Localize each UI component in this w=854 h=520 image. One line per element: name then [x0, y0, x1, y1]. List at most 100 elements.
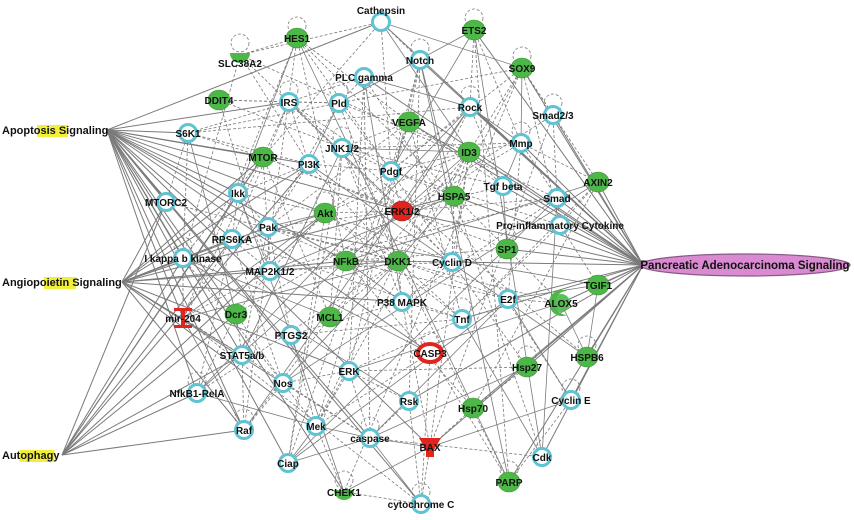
- node-caspase[interactable]: [360, 428, 380, 448]
- edge: [282, 181, 599, 384]
- edge: [121, 281, 403, 303]
- node-smad[interactable]: [547, 188, 567, 208]
- node-label: caspase: [350, 434, 390, 445]
- edge: [507, 298, 562, 304]
- node-plc-gamma[interactable]: [354, 67, 374, 87]
- edge: [106, 129, 310, 165]
- node-pak[interactable]: [258, 217, 278, 237]
- node-pdgf[interactable]: [381, 161, 401, 181]
- edge: [390, 67, 523, 172]
- edge: [182, 54, 241, 259]
- edge: [419, 59, 510, 483]
- node-map2k12[interactable]: [260, 261, 280, 281]
- node-raf[interactable]: [234, 420, 254, 440]
- node-label: ERK1/2: [384, 207, 419, 218]
- node-pi3k[interactable]: [299, 154, 319, 174]
- node-hspb6[interactable]: [575, 346, 599, 368]
- node-ikappab[interactable]: [173, 248, 193, 268]
- node-casp3[interactable]: [416, 342, 444, 364]
- node-label: NFkB: [333, 257, 359, 268]
- node-cyclin-d[interactable]: [442, 252, 462, 272]
- node-mek[interactable]: [306, 416, 326, 436]
- node-nos[interactable]: [273, 373, 293, 393]
- edge: [288, 76, 365, 103]
- edge: [196, 392, 317, 427]
- node-dkk1[interactable]: [386, 250, 410, 272]
- node-ciap[interactable]: [278, 453, 298, 473]
- node-stat5[interactable]: [232, 345, 252, 365]
- edge: [363, 76, 644, 266]
- node-jnk12[interactable]: [332, 138, 352, 158]
- node-akt[interactable]: [313, 202, 337, 224]
- edge: [182, 317, 245, 431]
- node-rock[interactable]: [460, 97, 480, 117]
- edge: [521, 67, 561, 226]
- node-label: mir-204: [165, 314, 201, 325]
- edge: [348, 370, 410, 402]
- node-p38[interactable]: [392, 292, 412, 312]
- node-s6k1[interactable]: [178, 123, 198, 143]
- node-erk[interactable]: [339, 361, 359, 381]
- node-mcl1[interactable]: [318, 306, 342, 328]
- node-mtorc2[interactable]: [156, 192, 176, 212]
- node-irs[interactable]: [279, 92, 299, 112]
- node-alox5[interactable]: [549, 290, 570, 317]
- node-nfkb1-rela[interactable]: [187, 383, 207, 403]
- node-mir204[interactable]: [174, 308, 192, 328]
- node-notch[interactable]: [410, 50, 430, 70]
- node-upregulated: [334, 250, 358, 272]
- node-mmp[interactable]: [511, 133, 531, 153]
- node-sox9[interactable]: [510, 57, 534, 79]
- node-cytochrome-c[interactable]: [411, 494, 431, 514]
- node-tgf-beta[interactable]: [493, 176, 513, 196]
- edge: [521, 67, 599, 183]
- edge: [324, 170, 392, 214]
- pathway-autophagy[interactable]: Autophagy: [2, 450, 60, 462]
- node-label: Tgf beta: [484, 182, 523, 193]
- node-chek1[interactable]: [334, 490, 354, 500]
- node-ptgs2[interactable]: [281, 325, 301, 345]
- edge: [397, 195, 455, 262]
- node-label: cytochrome C: [388, 500, 455, 511]
- node-hspa5[interactable]: [442, 185, 466, 207]
- node-ikk[interactable]: [228, 183, 248, 203]
- node-label: Cyclin D: [432, 258, 472, 269]
- node-upregulated: [461, 397, 485, 419]
- node-pld[interactable]: [329, 93, 349, 113]
- node-cyclin-e[interactable]: [561, 390, 581, 410]
- node-ring: [498, 289, 518, 309]
- node-e2f[interactable]: [498, 289, 518, 309]
- node-label: Mek: [306, 422, 326, 433]
- pathway-apoptosis[interactable]: Apoptosis Signaling: [2, 125, 108, 137]
- node-nfkb[interactable]: [334, 250, 358, 272]
- node-tgif1[interactable]: [586, 274, 610, 296]
- node-pro-inflam[interactable]: [550, 215, 570, 235]
- node-vegfa[interactable]: [397, 111, 421, 133]
- node-cdk[interactable]: [532, 447, 552, 467]
- target-pathway[interactable]: Pancreatic Adenocarcinoma Signaling: [639, 253, 851, 277]
- node-ets2[interactable]: [462, 19, 486, 41]
- node-sp1[interactable]: [495, 238, 519, 260]
- node-smad23[interactable]: [543, 105, 563, 125]
- node-hsp27[interactable]: [515, 356, 539, 378]
- node-rps6ka[interactable]: [222, 229, 242, 249]
- edge: [106, 129, 269, 228]
- node-erk12[interactable]: [390, 200, 414, 222]
- node-cathepsin[interactable]: [371, 12, 391, 32]
- node-hsp70[interactable]: [461, 397, 485, 419]
- node-hes1[interactable]: [285, 27, 309, 49]
- node-id3[interactable]: [457, 141, 481, 163]
- pathway-angiopoietin[interactable]: Angiopoietin Signaling: [2, 277, 122, 289]
- node-bax[interactable]: [419, 438, 441, 457]
- node-axin2[interactable]: [586, 171, 610, 193]
- edge: [239, 54, 310, 165]
- node-slc38a2[interactable]: [230, 53, 250, 63]
- edge: [559, 224, 644, 266]
- node-dcr3[interactable]: [224, 303, 248, 325]
- node-ddit4[interactable]: [207, 89, 231, 111]
- node-parp[interactable]: [497, 471, 521, 493]
- edge: [390, 29, 475, 172]
- node-rsk[interactable]: [399, 391, 419, 411]
- node-mtor[interactable]: [251, 146, 275, 168]
- node-tnf[interactable]: [452, 309, 472, 329]
